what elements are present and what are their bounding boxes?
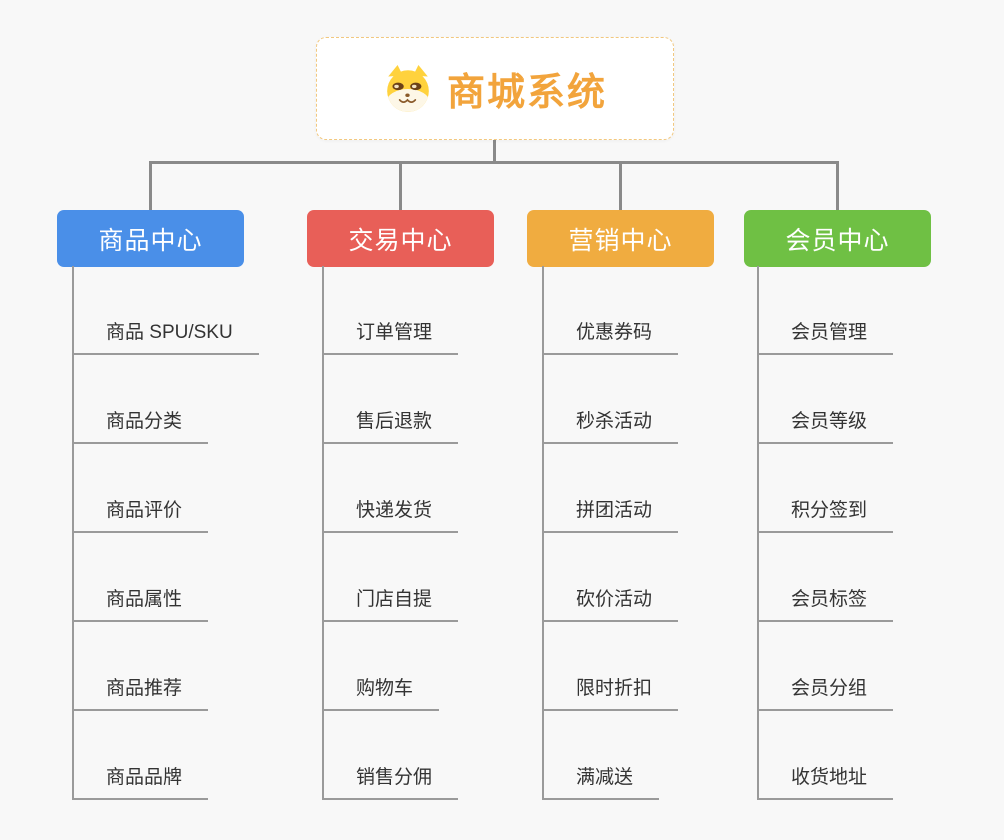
- leaf-label[interactable]: 限时折扣: [542, 673, 679, 711]
- leaf-label[interactable]: 积分签到: [757, 495, 894, 533]
- leaf-label[interactable]: 收货地址: [757, 762, 894, 800]
- leaf-label[interactable]: 商品分类: [72, 406, 209, 444]
- leaf-label[interactable]: 商品品牌: [72, 762, 209, 800]
- leaf-label[interactable]: 砍价活动: [542, 584, 679, 622]
- leaf-label[interactable]: 快递发货: [322, 495, 459, 533]
- branch-node-marketing[interactable]: 营销中心: [527, 210, 714, 267]
- leaf-label[interactable]: 销售分佣: [322, 762, 459, 800]
- branch-horizontal-line: [149, 161, 839, 164]
- leaf-label[interactable]: 商品属性: [72, 584, 209, 622]
- root-node[interactable]: 商城系统: [316, 37, 674, 140]
- branch-drop-line: [836, 161, 839, 211]
- leaf-label[interactable]: 会员等级: [757, 406, 894, 444]
- leaf-label[interactable]: 会员标签: [757, 584, 894, 622]
- leaf-label[interactable]: 会员管理: [757, 317, 894, 355]
- branch-node-members[interactable]: 会员中心: [744, 210, 931, 267]
- branch-drop-line: [619, 161, 622, 211]
- leaf-label[interactable]: 满减送: [542, 762, 660, 800]
- branch-node-trade[interactable]: 交易中心: [307, 210, 494, 267]
- leaf-label[interactable]: 优惠券码: [542, 317, 679, 355]
- leaf-label[interactable]: 售后退款: [322, 406, 459, 444]
- branch-drop-line: [399, 161, 402, 211]
- branch-node-products[interactable]: 商品中心: [57, 210, 244, 267]
- root-stem-line: [493, 140, 496, 163]
- leaf-label[interactable]: 商品 SPU/SKU: [72, 317, 259, 355]
- leaf-label[interactable]: 商品推荐: [72, 673, 209, 711]
- leaf-label[interactable]: 拼团活动: [542, 495, 679, 533]
- root-title: 商城系统: [446, 72, 607, 114]
- leaf-label[interactable]: 门店自提: [322, 584, 459, 622]
- branch-drop-line: [149, 161, 152, 211]
- leaf-label[interactable]: 购物车: [322, 673, 440, 711]
- leaf-label[interactable]: 商品评价: [72, 495, 209, 533]
- leaf-label[interactable]: 秒杀活动: [542, 406, 679, 444]
- dog-face-icon: [383, 64, 433, 114]
- leaf-label[interactable]: 会员分组: [757, 673, 894, 711]
- leaf-label[interactable]: 订单管理: [322, 317, 459, 355]
